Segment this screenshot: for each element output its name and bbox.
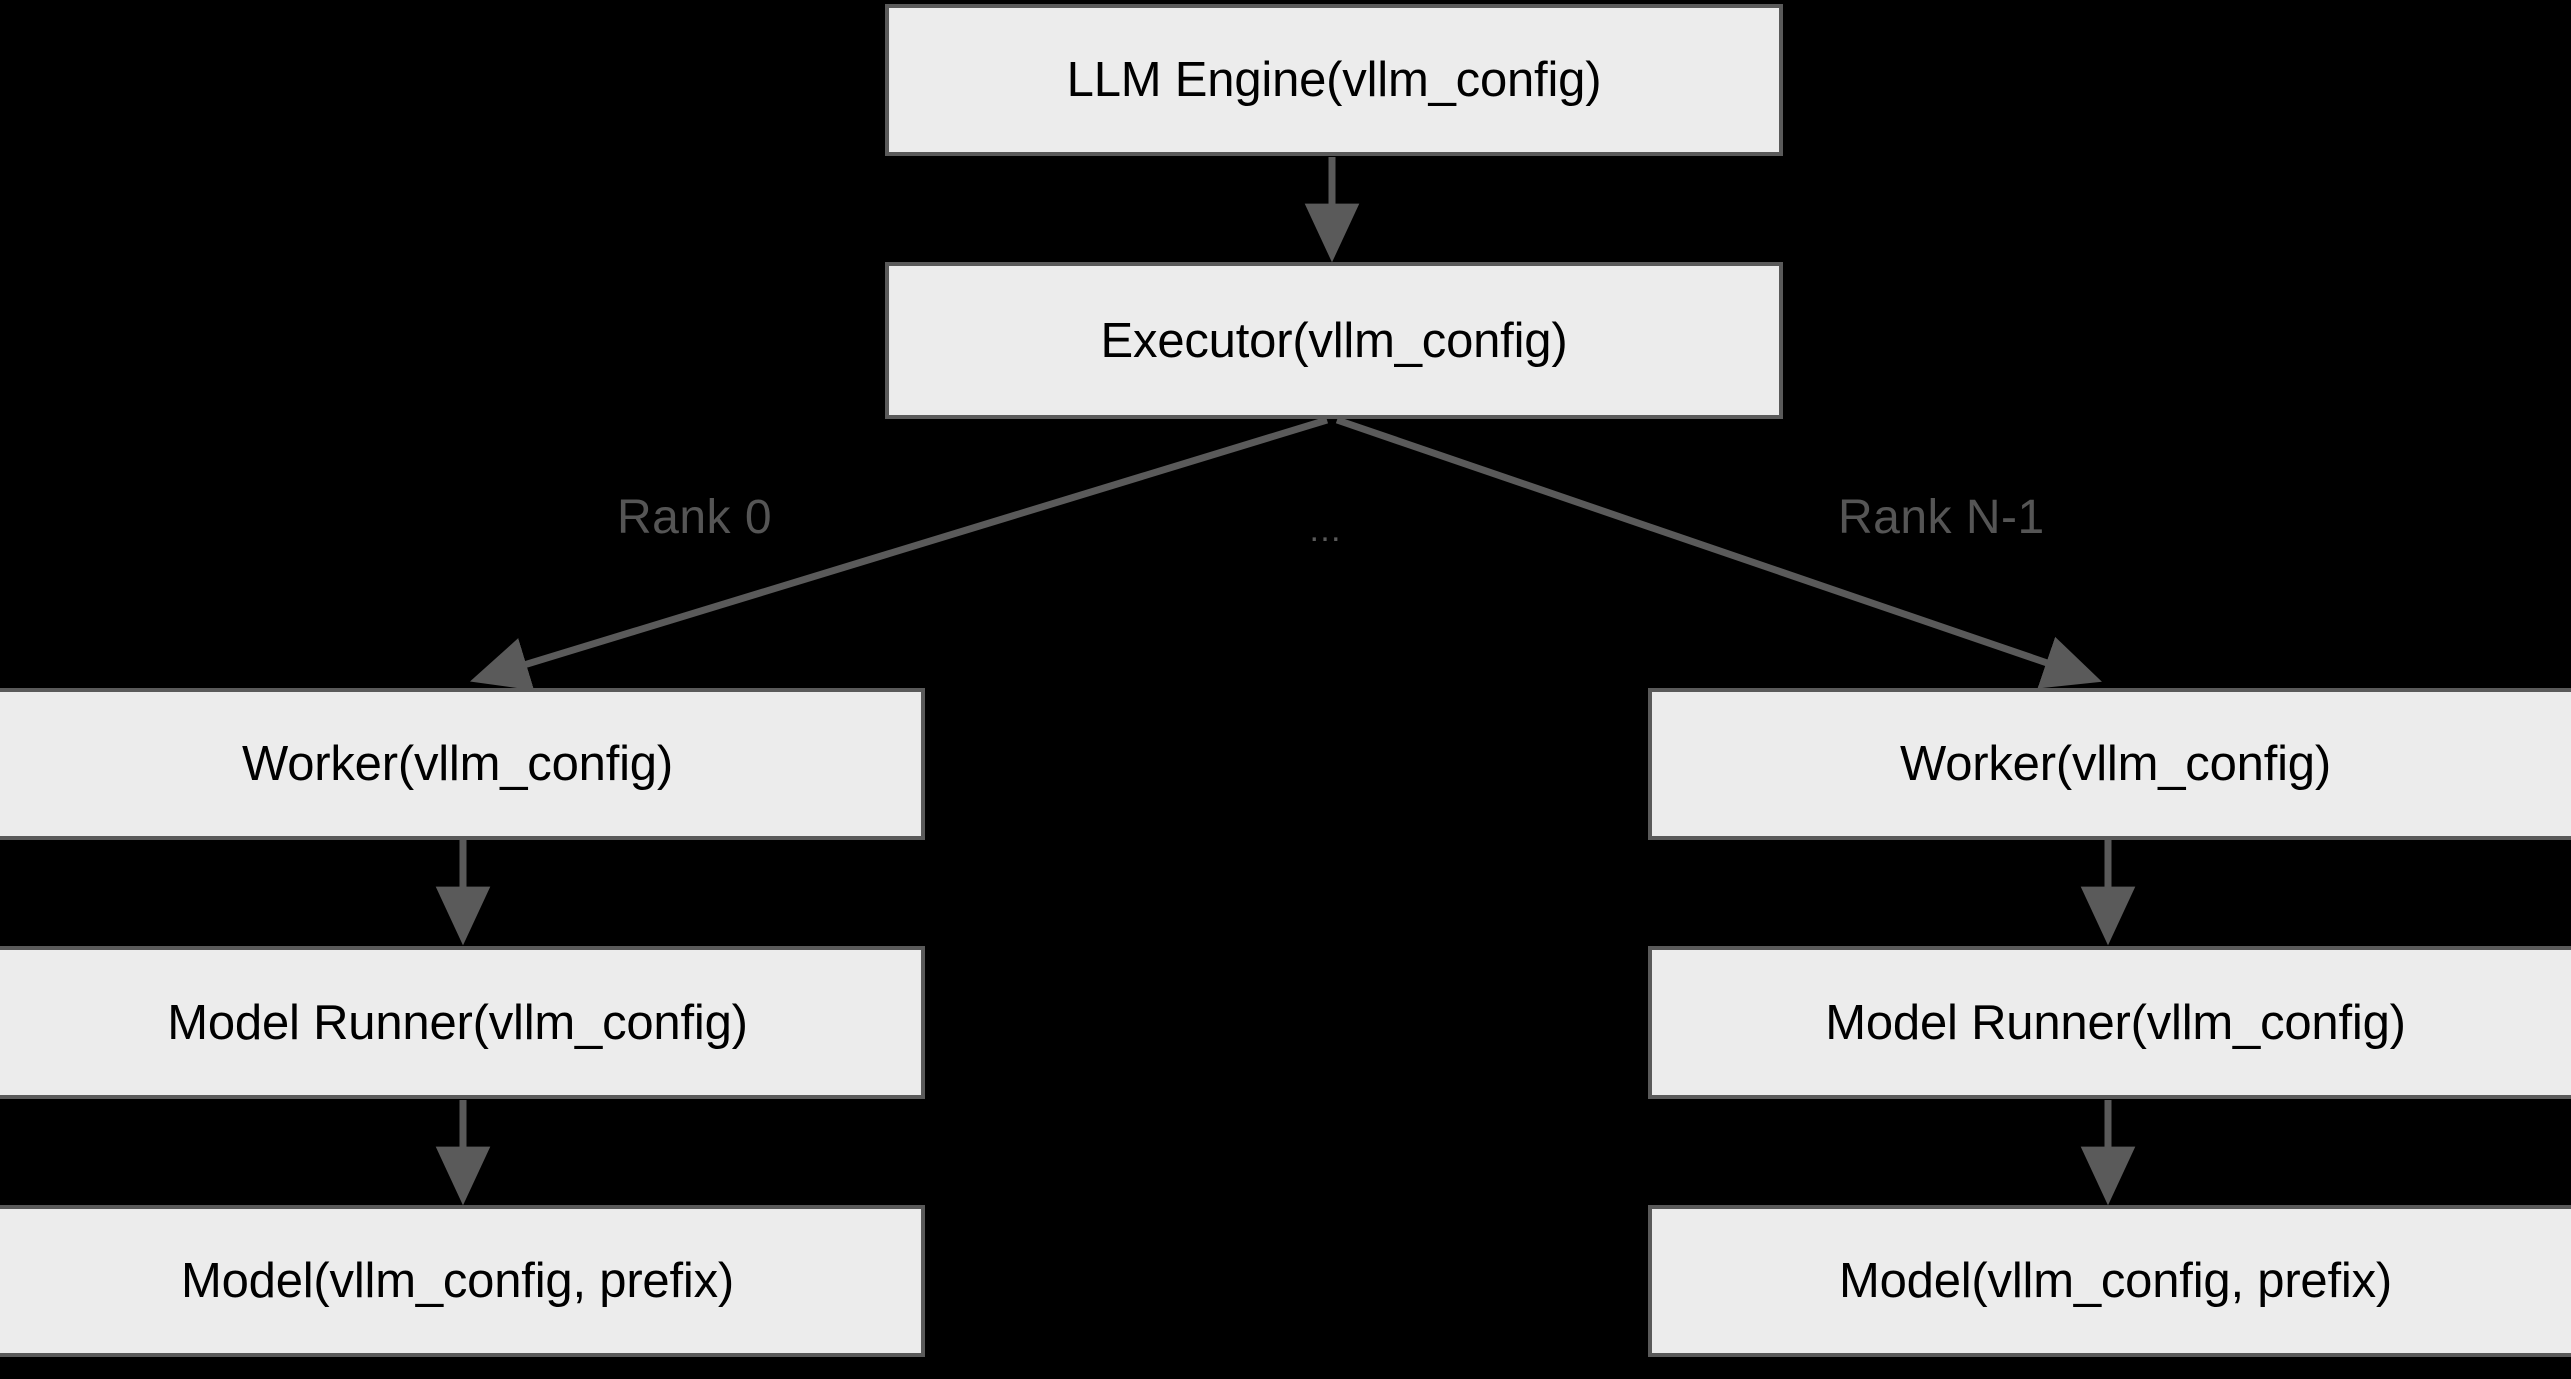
- node-model-runner-rankn[interactable]: Model Runner(vllm_config): [1648, 946, 2571, 1099]
- node-worker-rank0-label: Worker(vllm_config): [242, 737, 673, 791]
- edge-executor-to-worker-rank0: [469, 416, 1329, 691]
- edge-label-rank-ellipsis: …: [1308, 511, 1343, 549]
- node-model-rank0-label: Model(vllm_config, prefix): [180, 1254, 735, 1308]
- node-model-rankn-label: Model(vllm_config, prefix): [1838, 1254, 2393, 1308]
- edge-executor-to-worker-rankn: [1335, 416, 2102, 689]
- node-llm-engine-label: LLM Engine(vllm_config): [1066, 53, 1602, 107]
- node-model-runner-rank0-label: Model Runner(vllm_config): [167, 995, 748, 1050]
- node-llm-engine[interactable]: LLM Engine(vllm_config): [885, 4, 1783, 156]
- edge-label-rank-0: Rank 0: [617, 491, 773, 544]
- node-model-runner-rank0[interactable]: Model Runner(vllm_config): [0, 946, 925, 1099]
- edge-label-rank-n-1: Rank N-1: [1838, 491, 2045, 544]
- node-model-rankn[interactable]: Model(vllm_config, prefix): [1648, 1205, 2571, 1357]
- node-model-rank0[interactable]: Model(vllm_config, prefix): [0, 1205, 925, 1357]
- node-worker-rankn-label: Worker(vllm_config): [1900, 737, 2331, 791]
- node-worker-rankn[interactable]: Worker(vllm_config): [1648, 688, 2571, 840]
- node-executor-label: Executor(vllm_config): [1100, 313, 1568, 368]
- node-worker-rank0[interactable]: Worker(vllm_config): [0, 688, 925, 840]
- node-model-runner-rankn-label: Model Runner(vllm_config): [1825, 995, 2406, 1050]
- node-executor[interactable]: Executor(vllm_config): [885, 262, 1783, 419]
